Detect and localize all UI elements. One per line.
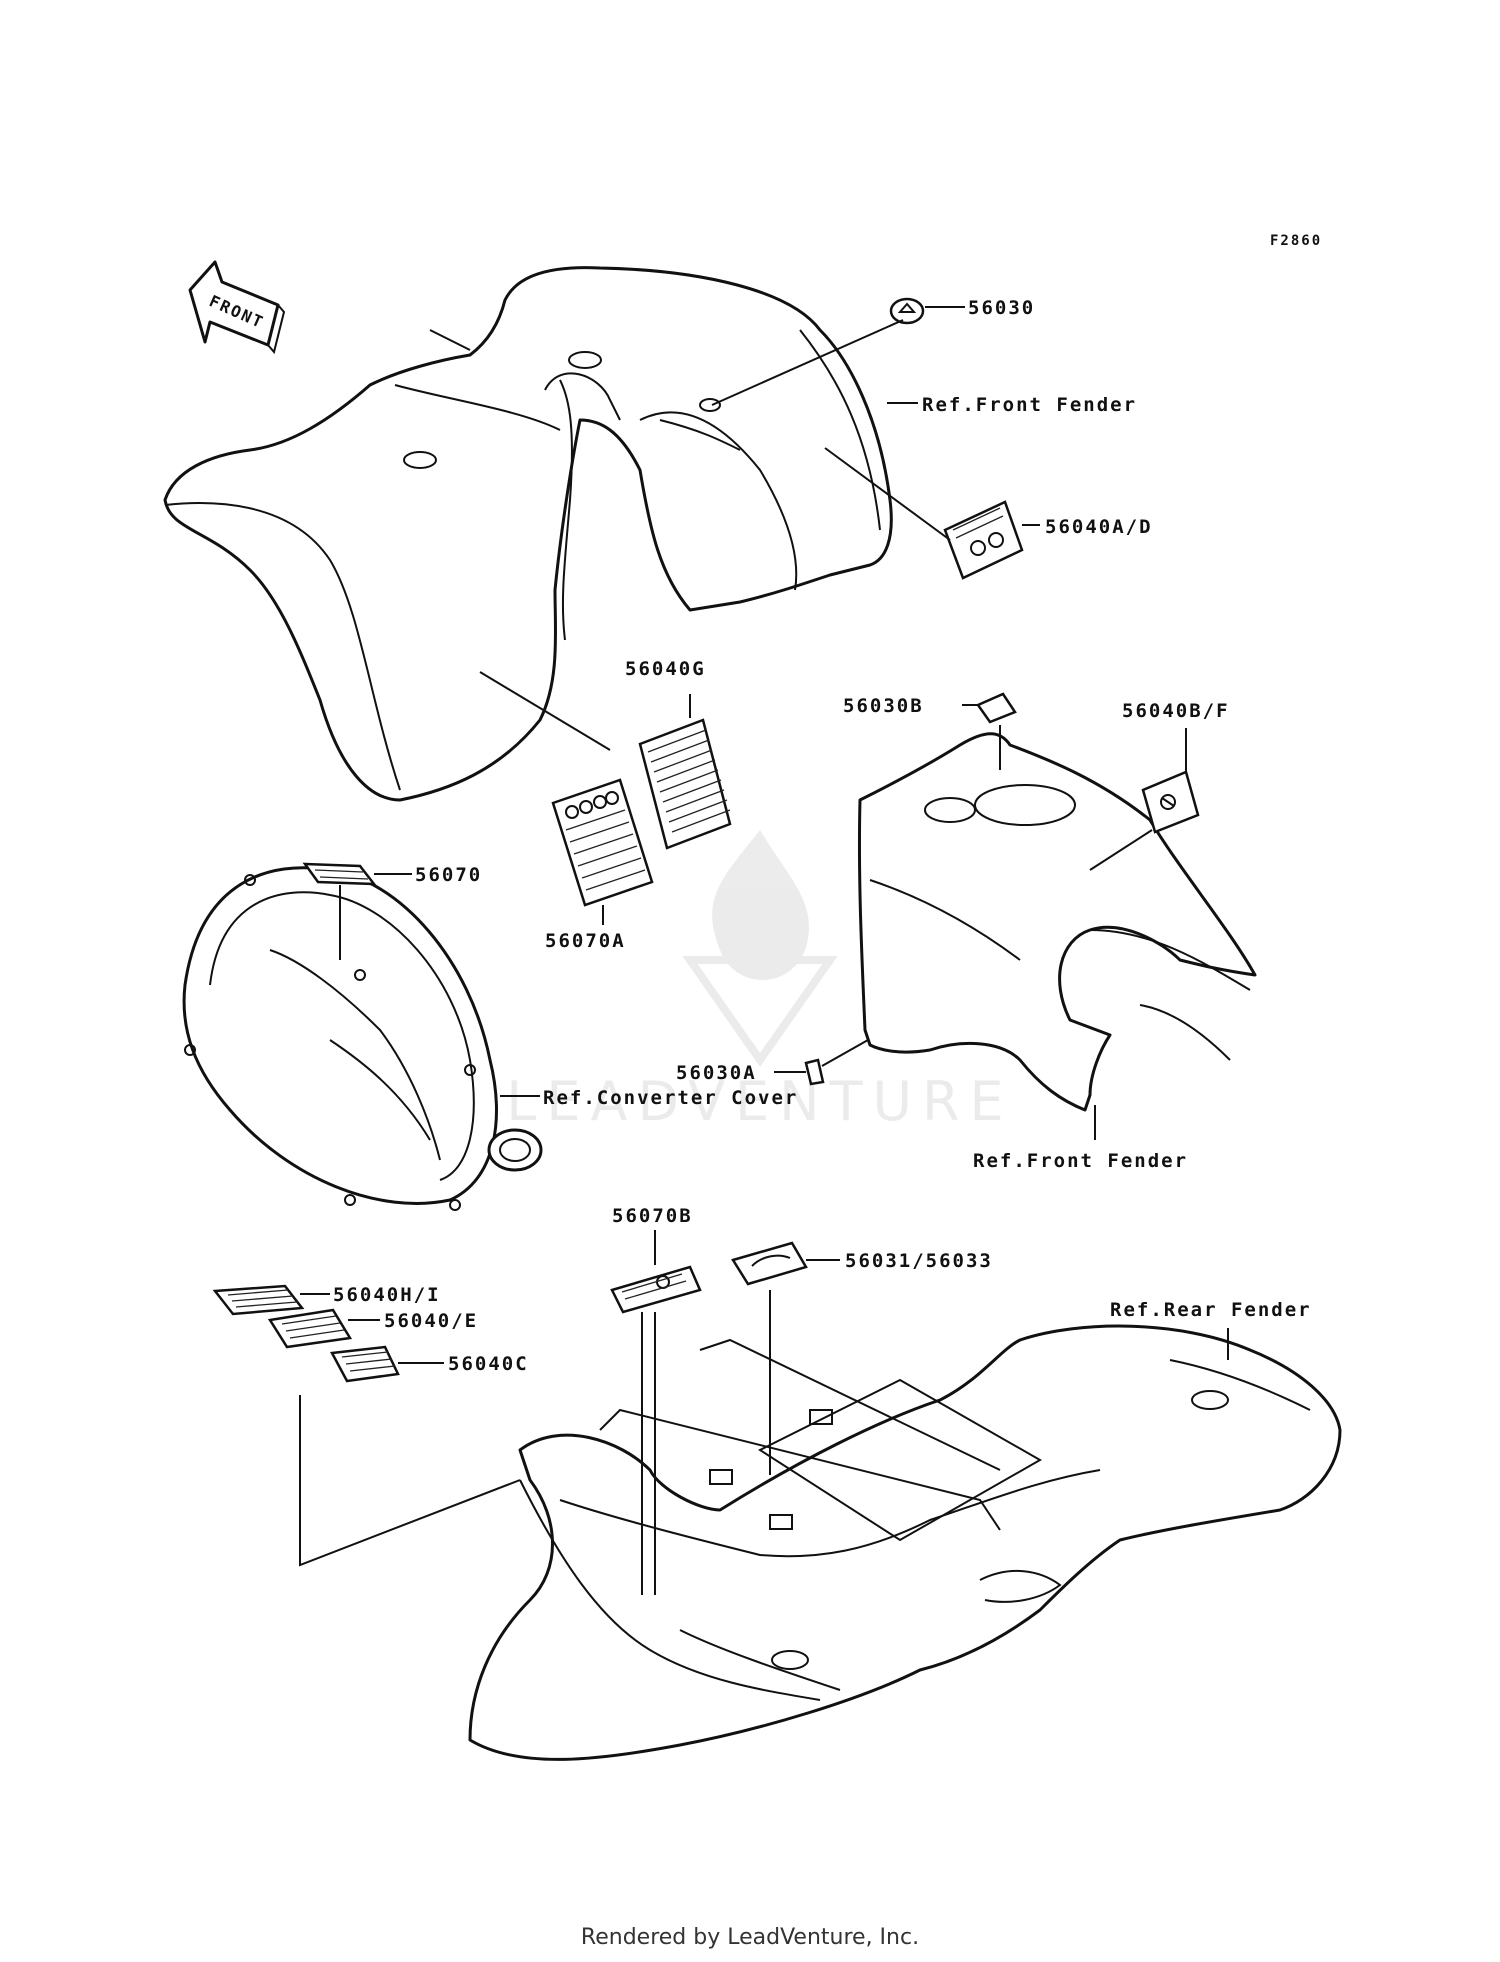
front-fender-mid xyxy=(857,732,1257,1112)
decal-56030A-icon xyxy=(804,1058,825,1086)
callout-56030B: 56030B xyxy=(843,695,924,717)
footer-credit: Rendered by LeadVenture, Inc. xyxy=(580,1925,920,1950)
front-fender-top xyxy=(163,266,893,802)
diagram-id: F2860 xyxy=(1270,233,1322,249)
callout-56070A: 56070A xyxy=(545,930,626,952)
decal-56040G-icon xyxy=(638,718,732,850)
callout-56040AD: 56040A/D xyxy=(1045,516,1153,538)
decal-56030B-icon xyxy=(976,692,1017,724)
decal-56070A-icon xyxy=(551,778,654,907)
decal-56070-icon xyxy=(302,862,377,886)
rear-fender xyxy=(468,1324,1342,1761)
decal-56040E-icon xyxy=(267,1308,353,1349)
converter-cover xyxy=(182,866,543,1211)
decal-56030-icon xyxy=(889,297,925,325)
callout-ref-converter-cover: Ref.Converter Cover xyxy=(543,1087,798,1109)
decal-56040AD-icon xyxy=(943,500,1024,580)
callout-56040BF: 56040B/F xyxy=(1122,700,1230,722)
callout-56030A: 56030A xyxy=(676,1062,757,1084)
callout-ref-rear-fender: Ref.Rear Fender xyxy=(1110,1299,1312,1321)
front-arrow-icon: FRONT xyxy=(188,260,286,355)
leadventure-watermark: LEADVENTURE xyxy=(506,830,1013,1133)
decal-56031-56033-icon xyxy=(731,1241,808,1286)
callout-56031-56033: 56031/56033 xyxy=(845,1250,993,1272)
leader-lines xyxy=(299,306,1229,1595)
decal-56070B-icon xyxy=(610,1265,702,1314)
callout-56040HI: 56040H/I xyxy=(333,1284,441,1306)
callout-ref-front-fender-mid: Ref.Front Fender xyxy=(973,1150,1188,1172)
callout-56040C: 56040C xyxy=(448,1353,529,1375)
callout-56070: 56070 xyxy=(415,864,482,886)
callout-56070B: 56070B xyxy=(612,1205,693,1227)
decal-56040C-icon xyxy=(330,1345,400,1383)
callout-56030: 56030 xyxy=(968,297,1035,319)
callout-ref-front-fender-top: Ref.Front Fender xyxy=(922,394,1137,416)
callout-56040G: 56040G xyxy=(625,658,706,680)
decal-56040HI-icon xyxy=(212,1284,305,1316)
decal-56040BF-icon xyxy=(1141,770,1200,834)
callout-56040E: 56040/E xyxy=(384,1310,478,1332)
watermark-text: LEADVENTURE xyxy=(506,1070,1013,1133)
